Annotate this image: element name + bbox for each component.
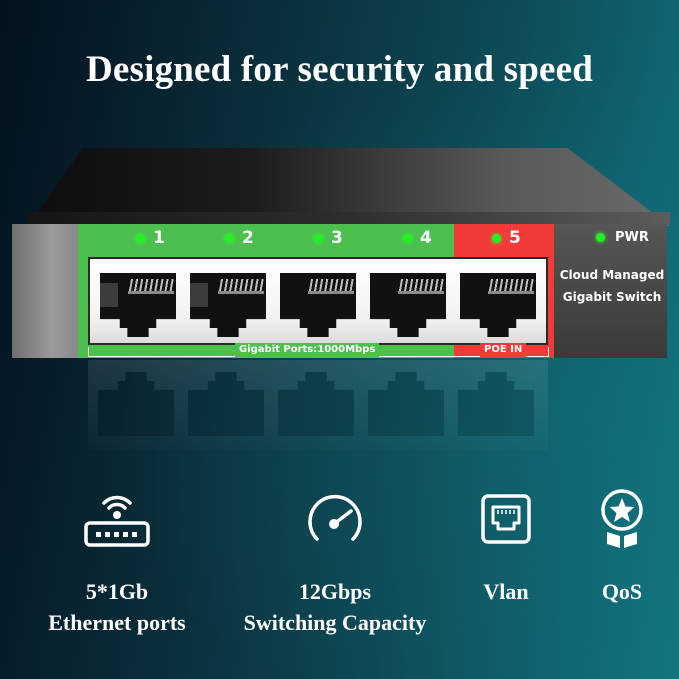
led-icon — [403, 233, 412, 243]
led-icon — [314, 233, 323, 243]
ethernet-port-5 — [460, 273, 536, 337]
port-label-1: 1 — [136, 228, 165, 248]
reflected-port — [98, 372, 174, 436]
reflected-port — [368, 372, 444, 436]
ethernet-port-1 — [100, 273, 176, 337]
headline: Designed for security and speed — [85, 49, 594, 90]
jack-pins — [128, 279, 174, 291]
port-number: 5 — [509, 228, 521, 248]
led-icon — [136, 233, 145, 243]
feature-value: QoS — [601, 579, 643, 604]
reflected-port — [278, 372, 354, 436]
jack-pins — [488, 279, 534, 291]
brand-line-1: Cloud Managed — [559, 268, 665, 282]
reflected-port — [458, 372, 534, 436]
brand-line-2: Gigabit Switch — [562, 290, 662, 304]
switch-left-cap — [12, 224, 78, 358]
jack-pins — [398, 279, 444, 291]
port-number-labels: 1 2 3 4 5 — [78, 228, 554, 254]
port-label-2: 2 — [225, 228, 254, 248]
feature-value: 12Gbps — [298, 579, 372, 604]
feature-switching-capacity: 12Gbps Switching Capacity — [230, 484, 440, 638]
jack-pins — [218, 279, 264, 291]
port-label-5: 5 — [492, 228, 521, 248]
ethernet-port-3 — [280, 273, 356, 337]
port-label-3: 3 — [314, 228, 343, 248]
power-indicator: PWR — [596, 230, 649, 245]
feature-value: Vlan — [483, 579, 529, 604]
feature-ethernet-ports: 5*1Gb Ethernet ports — [22, 484, 212, 638]
ethernet-port-2 — [190, 273, 266, 337]
ethernet-port-4 — [370, 273, 446, 337]
speedometer-icon — [230, 484, 440, 554]
feature-value: 5*1Gb — [85, 579, 149, 604]
led-icon — [225, 233, 234, 243]
jack-latch — [190, 283, 208, 307]
jack-pins — [308, 279, 354, 291]
port-frame — [88, 257, 548, 345]
reflected-port — [188, 372, 264, 436]
port-number: 2 — [242, 228, 254, 248]
port-number: 4 — [420, 228, 432, 248]
feature-caption: Ethernet ports — [48, 610, 186, 635]
power-label: PWR — [615, 230, 649, 245]
gigabit-ports-label: Gigabit Ports:1000Mbps — [235, 343, 380, 357]
led-icon — [492, 233, 501, 243]
feature-caption: Switching Capacity — [243, 610, 427, 635]
switch-reflection — [88, 360, 548, 450]
feature-vlan: Vlan — [466, 484, 546, 607]
ethernet-port-icon — [466, 484, 546, 554]
led-icon — [596, 233, 605, 242]
poe-in-label: POE IN — [480, 343, 527, 357]
port-number: 1 — [153, 228, 165, 248]
switch-top-edge — [28, 212, 670, 224]
product-brand: Cloud Managed Gigabit Switch — [556, 264, 668, 308]
port-label-4: 4 — [403, 228, 432, 248]
status-panel — [554, 224, 667, 358]
award-badge-icon — [582, 484, 662, 554]
jack-latch — [100, 283, 118, 307]
feature-qos: QoS — [582, 484, 662, 607]
port-number: 3 — [331, 228, 343, 248]
router-wifi-icon — [22, 484, 212, 554]
